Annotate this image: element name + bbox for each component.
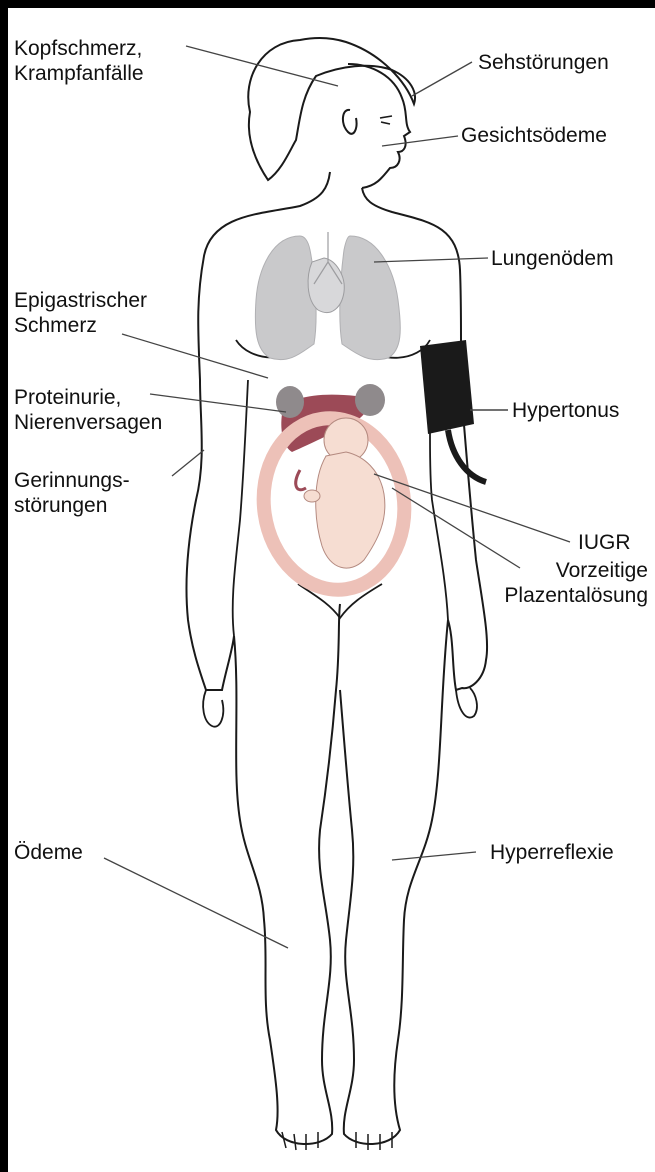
label-iugr: IUGR bbox=[578, 530, 631, 555]
hand-left bbox=[203, 690, 223, 727]
label-proteinurie-line1: Proteinurie, bbox=[14, 385, 162, 410]
label-epigastrischer-line1: Epigastrischer bbox=[14, 288, 147, 313]
label-kopfschmerz-line1: Kopfschmerz, bbox=[14, 36, 144, 61]
eye bbox=[380, 116, 392, 124]
label-proteinurie-line2: Nierenversagen bbox=[14, 410, 162, 435]
lung-right bbox=[340, 236, 400, 360]
arm-left-inner bbox=[233, 380, 248, 636]
label-proteinurie: Proteinurie, Nierenversagen bbox=[14, 385, 162, 435]
label-sehstoerungen: Sehstörungen bbox=[478, 50, 609, 75]
label-gerinnung-line1: Gerinnungs- bbox=[14, 468, 130, 493]
label-gerinnungsstoerungen: Gerinnungs- störungen bbox=[14, 468, 130, 518]
label-hyperreflexie: Hyperreflexie bbox=[490, 840, 614, 865]
hand-right bbox=[456, 688, 477, 718]
label-plazenta-line1: Vorzeitige bbox=[458, 558, 648, 583]
blood-pressure-cuff-icon bbox=[420, 340, 508, 482]
label-plazentaloesung: Vorzeitige Plazentalösung bbox=[458, 558, 648, 608]
lung-left bbox=[255, 236, 316, 360]
label-epigastrischer-schmerz: Epigastrischer Schmerz bbox=[14, 288, 147, 338]
label-hypertonus: Hypertonus bbox=[512, 398, 619, 423]
kidney-right bbox=[355, 384, 385, 416]
label-oedeme: Ödeme bbox=[14, 840, 83, 865]
label-kopfschmerz-line2: Krampfanfälle bbox=[14, 61, 144, 86]
ear bbox=[343, 110, 357, 134]
hair bbox=[248, 38, 415, 180]
label-epigastrischer-line2: Schmerz bbox=[14, 313, 147, 338]
kidney-left bbox=[276, 386, 304, 418]
label-gerinnung-line2: störungen bbox=[14, 493, 130, 518]
label-kopfschmerz: Kopfschmerz, Krampfanfälle bbox=[14, 36, 144, 86]
label-lungenoedem: Lungenödem bbox=[491, 246, 614, 271]
label-gesichtsoedeme: Gesichtsödeme bbox=[461, 123, 607, 148]
heart bbox=[308, 258, 344, 313]
label-plazenta-line2: Plazentalösung bbox=[458, 583, 648, 608]
